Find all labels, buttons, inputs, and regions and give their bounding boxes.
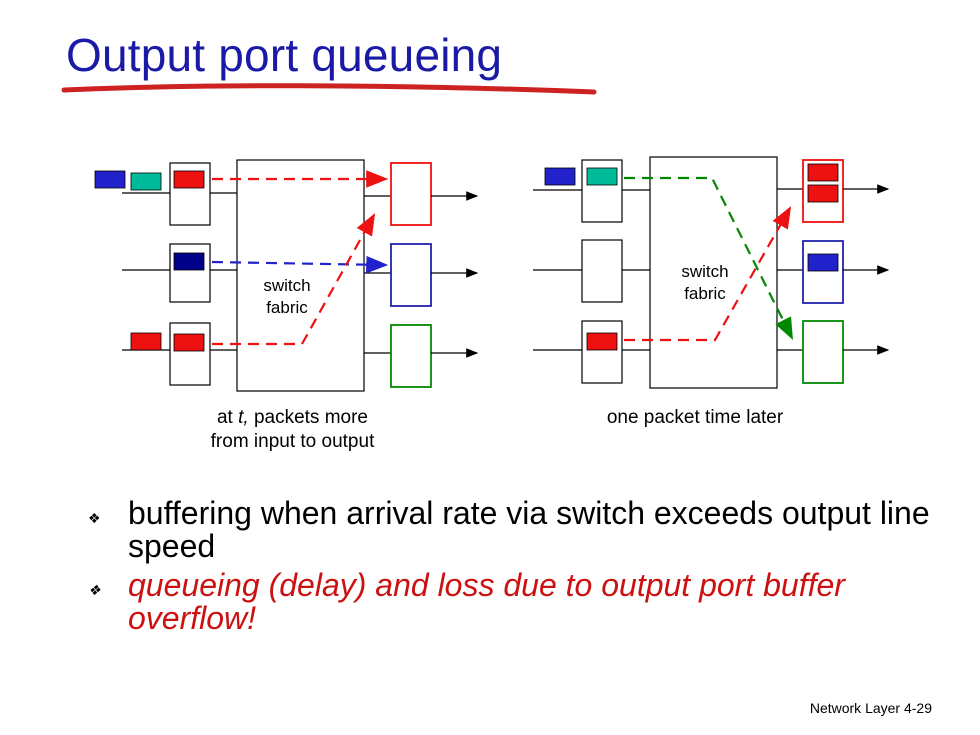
switch-fabric-box	[649, 156, 778, 389]
left-switch-panel: switch fabric	[94, 159, 479, 392]
diamond-bullet-icon: ❖	[88, 582, 101, 598]
teal-packet	[586, 167, 618, 186]
output-port-buffer	[802, 320, 844, 384]
switch-fabric-box	[236, 159, 365, 392]
blue-packet	[94, 170, 126, 189]
slide-footer: Network Layer 4-29	[809, 700, 932, 716]
blue-packet	[807, 253, 839, 272]
red-packet	[807, 184, 839, 203]
output-port-buffer	[802, 240, 844, 304]
output-port-buffer	[390, 162, 432, 226]
slide-title: Output port queueing	[66, 29, 503, 81]
bullet-list: ❖ buffering when arrival rate via switch…	[88, 497, 948, 641]
bullet-item: ❖ buffering when arrival rate via switch…	[88, 497, 948, 563]
input-port-buffer	[581, 239, 623, 303]
output-queueing-diagram: switch fabric	[94, 156, 890, 392]
green-packet-path	[624, 176, 793, 340]
bullet-item: ❖ queueing (delay) and loss due to outpu…	[88, 569, 948, 635]
left-panel-caption: at t, packets more from input to output	[210, 407, 375, 452]
switch-fabric-label: switch	[681, 262, 728, 281]
blue-packet	[544, 167, 576, 186]
right-panel-caption: one packet time later	[606, 407, 784, 428]
red-packet	[173, 170, 205, 189]
output-port-buffer	[390, 243, 432, 307]
input-port-buffer	[581, 320, 623, 384]
teal-packet	[130, 172, 162, 191]
navy-packet	[173, 252, 205, 271]
red-packet-path	[212, 213, 376, 346]
bullet-text: buffering when arrival rate via switch e…	[128, 495, 930, 564]
title-underline	[61, 83, 597, 95]
red-packet-path	[624, 206, 792, 342]
red-packet	[586, 332, 618, 351]
switch-fabric-label: switch	[263, 276, 310, 295]
right-switch-panel: switch fabric	[533, 156, 890, 389]
bullet-text: queueing (delay) and loss due to output …	[128, 567, 845, 636]
switch-fabric-label: fabric	[266, 298, 308, 317]
diamond-bullet-icon: ❖	[88, 510, 101, 526]
red-packet	[130, 332, 162, 351]
blue-packet-path	[211, 255, 389, 274]
red-packet	[807, 163, 839, 182]
switch-fabric-label: fabric	[684, 284, 726, 303]
output-port-buffer	[390, 324, 432, 388]
input-port-buffer	[169, 322, 211, 386]
red-packet	[173, 333, 205, 352]
